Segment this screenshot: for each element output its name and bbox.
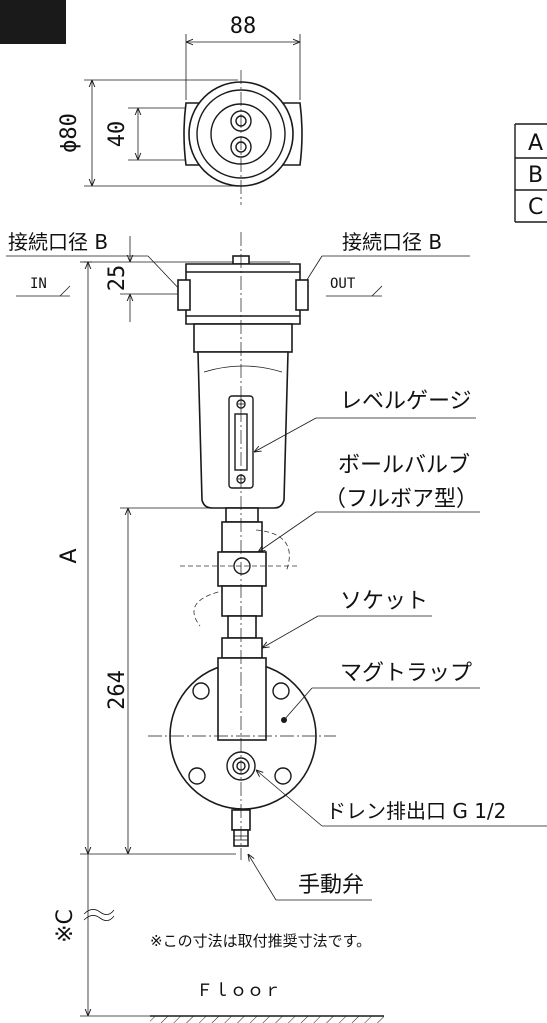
- install-note: ※この寸法は取付推奨寸法です。: [150, 932, 371, 950]
- dim-c-label: ※C: [53, 909, 78, 943]
- label-drain-port: ドレン排出口 G 1/2: [326, 799, 506, 823]
- label-socket: ソケット: [340, 589, 428, 614]
- dim-a: A: [57, 261, 236, 855]
- dim-phi80: ϕ80: [57, 113, 82, 153]
- label-level-gauge: レベルゲージ: [340, 389, 472, 414]
- label-ball-valve-1: ボールバルブ: [338, 453, 470, 478]
- table-row-a: A: [528, 131, 543, 156]
- ball-valve: [180, 507, 300, 627]
- out-label: OUT: [330, 276, 356, 292]
- filter-body: [177, 255, 309, 509]
- port-right-label: 接続口径 B: [342, 230, 442, 254]
- table-row-c: C: [528, 195, 543, 220]
- label-ball-valve-2: （フルボア型）: [324, 487, 478, 512]
- label-manual-valve: 手動弁: [298, 873, 364, 898]
- callouts: レベルゲージ ボールバルブ （フルボア型） ソケット マグトラップ ドレン排出口…: [248, 389, 547, 901]
- table-row-b: B: [528, 163, 543, 188]
- in-label: IN: [30, 276, 47, 292]
- port-labels: 接続口径 B 接続口径 B IN OUT: [6, 230, 470, 297]
- floor-hatch: [150, 1016, 384, 1023]
- corner-block: [0, 0, 66, 44]
- dim-264: 264: [105, 507, 232, 854]
- top-view: 88 ϕ80 40: [57, 14, 303, 205]
- port-left-label: 接続口径 B: [8, 230, 108, 254]
- dim-25: 25: [105, 265, 130, 292]
- mag-trap: [148, 657, 336, 847]
- socket: [221, 615, 263, 659]
- dim-88: 88: [230, 14, 257, 39]
- dim-a-label: A: [57, 548, 82, 563]
- floor-label: Ｆｌｏｏｒ: [196, 981, 281, 1001]
- spec-table: A B C: [514, 123, 547, 223]
- dim-264-label: 264: [105, 670, 130, 710]
- dim-40: 40: [105, 121, 130, 148]
- label-mag-trap: マグトラップ: [340, 661, 472, 686]
